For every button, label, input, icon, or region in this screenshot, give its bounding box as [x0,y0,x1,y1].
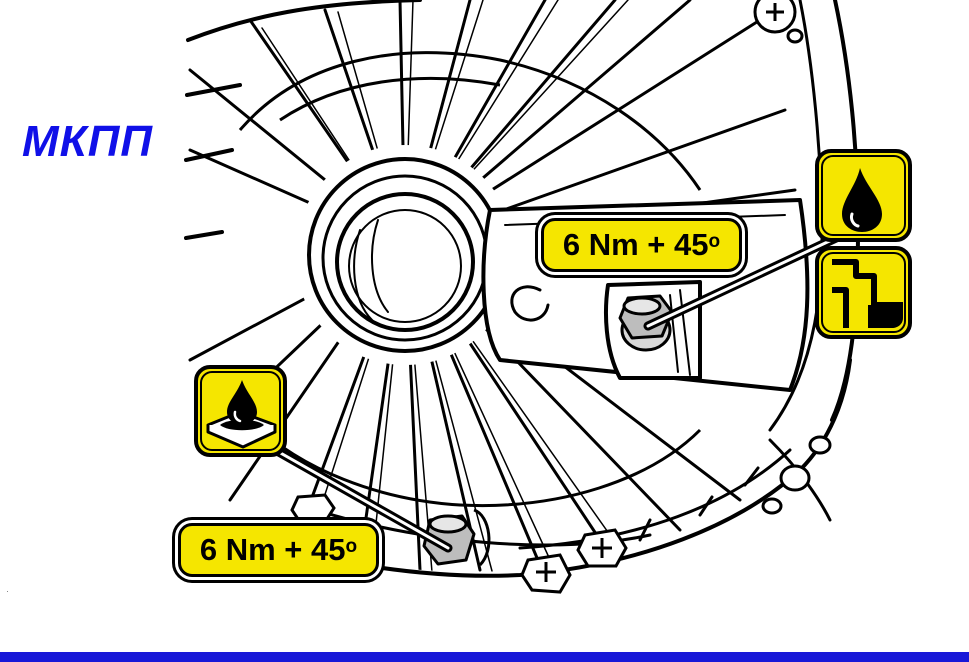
rib-arcs [238,51,702,508]
page-title: МКПП [22,117,153,166]
housing-bolt-top [753,0,797,34]
output-shaft-bore [307,157,503,353]
degree-sign: o [345,536,358,557]
oil-drop-icon [815,149,912,242]
housing-bolt-left [290,493,336,524]
drain-plug-bolt [422,508,491,567]
housing-bolt-bottom-2 [576,528,628,568]
torque-value: 6 Nm + 45 [199,532,346,567]
torque-value: 6 Nm + 45 [562,227,709,262]
oil-level-icon [815,246,912,339]
housing-outer-edge [186,0,422,42]
stray-dot [7,591,8,592]
mounting-holes [761,28,832,515]
housing-bolt-bottom-1 [520,553,572,594]
degree-sign: o [708,231,721,252]
sealant-icon [194,365,287,457]
footer-bar [0,652,969,662]
